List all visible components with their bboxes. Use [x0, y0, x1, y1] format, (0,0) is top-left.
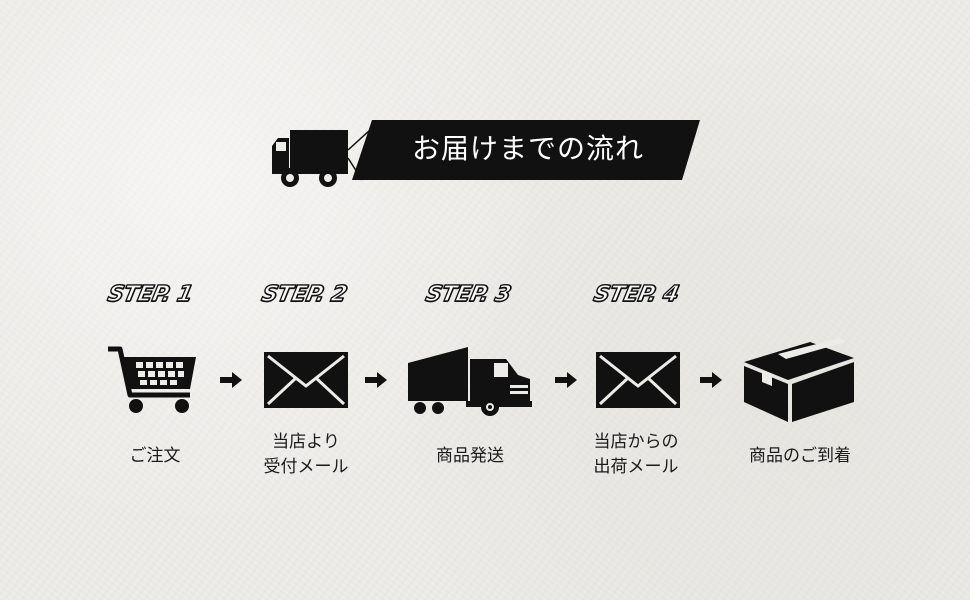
page-title: お届けまでの流れ: [411, 132, 644, 165]
flow-header: お届けまでの流れ: [270, 118, 700, 187]
step-caption-5: 商品のご到着: [749, 446, 851, 466]
arrow-right-icon: [365, 372, 387, 388]
step-caption-1: ご注文: [129, 446, 181, 466]
arrow-right-icon: [220, 372, 242, 388]
step-label-4: STEP. 4: [591, 281, 682, 307]
arrow-right-icon: [555, 372, 577, 388]
delivery-truck-icon: [408, 347, 532, 416]
shopping-cart-icon: [108, 346, 196, 413]
envelope-icon: [596, 352, 680, 408]
step-label-1: STEP. 1: [105, 281, 196, 307]
step-caption-3: 商品発送: [436, 446, 504, 466]
arrow-right-icon: [700, 372, 722, 388]
step-label-2: STEP. 2: [259, 281, 350, 307]
package-box-icon: [744, 338, 854, 422]
step-label-3: STEP. 3: [423, 281, 514, 307]
title-banner: [352, 120, 700, 180]
envelope-icon: [264, 352, 348, 408]
step-caption-2: 当店より 受付メール: [263, 432, 349, 477]
step-caption-4: 当店からの 出荷メール: [593, 432, 679, 477]
